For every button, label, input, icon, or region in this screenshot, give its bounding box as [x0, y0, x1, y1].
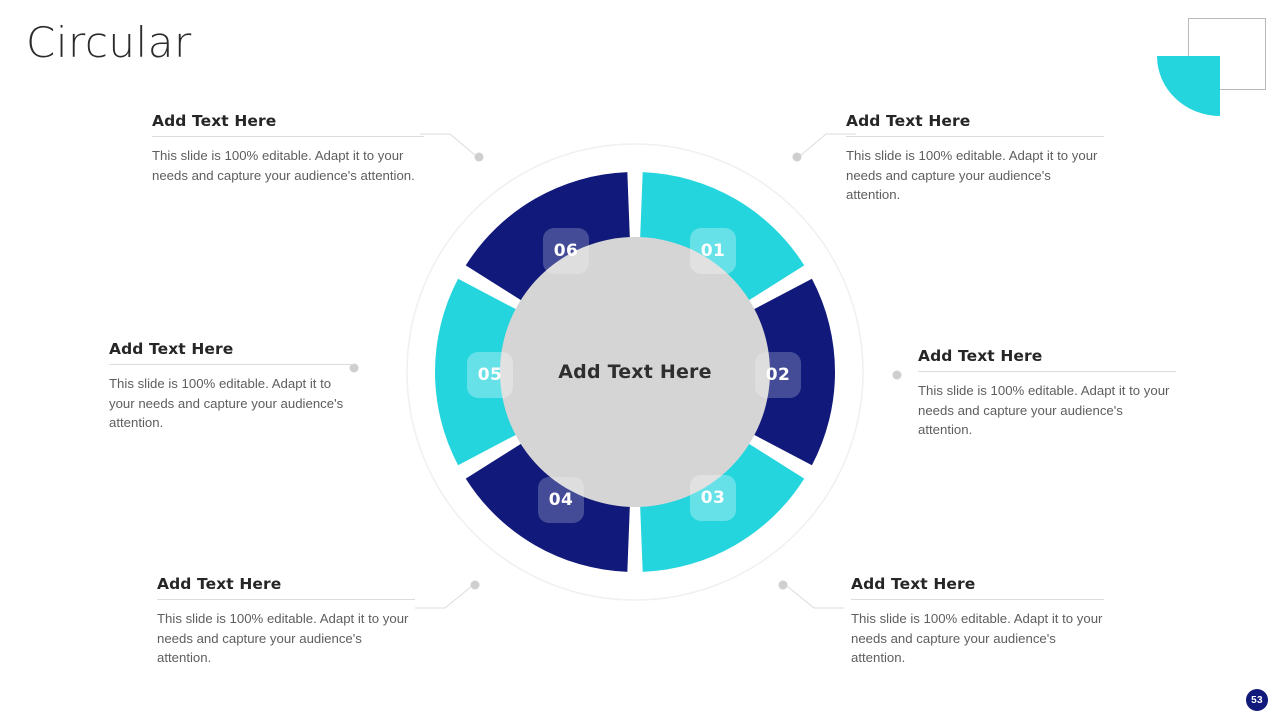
- callout-divider: [157, 599, 415, 600]
- wheel-segment-01[interactable]: [640, 172, 805, 302]
- wheel-svg: [406, 143, 864, 601]
- center-hub-label: Add Text Here: [558, 361, 712, 383]
- callout-bottom-left[interactable]: Add Text Here This slide is 100% editabl…: [157, 575, 415, 668]
- callout-heading: Add Text Here: [846, 112, 971, 130]
- page-number-badge: 53: [1246, 689, 1268, 711]
- callout-body: This slide is 100% editable. Adapt it to…: [851, 611, 1103, 665]
- connector-middle-right: [892, 370, 902, 380]
- corner-decoration: [1150, 0, 1280, 130]
- segment-badge-05[interactable]: 05: [467, 352, 513, 398]
- wheel-segment-06[interactable]: [465, 172, 630, 302]
- callout-body: This slide is 100% editable. Adapt it to…: [109, 376, 344, 430]
- callout-middle-left[interactable]: Add Text Here This slide is 100% editabl…: [109, 340, 354, 433]
- callout-bottom-right[interactable]: Add Text Here This slide is 100% editabl…: [851, 575, 1104, 668]
- callout-heading: Add Text Here: [157, 575, 282, 593]
- callout-divider: [918, 371, 1176, 372]
- segment-badge-01[interactable]: 01: [690, 228, 736, 274]
- segment-badge-06[interactable]: 06: [543, 228, 589, 274]
- callout-divider: [851, 599, 1104, 600]
- circular-diagram: Add Text Here 01 02 03 04 05 06: [405, 142, 865, 602]
- callout-divider: [152, 136, 424, 137]
- center-hub: Add Text Here: [500, 237, 770, 507]
- callout-heading: Add Text Here: [851, 575, 976, 593]
- callout-heading: Add Text Here: [918, 347, 1043, 365]
- outer-ring: [406, 143, 864, 601]
- callout-body: This slide is 100% editable. Adapt it to…: [157, 611, 409, 665]
- wheel-segment-03[interactable]: [640, 442, 805, 572]
- wheel-segment-04[interactable]: [465, 442, 630, 572]
- callout-heading: Add Text Here: [109, 340, 234, 358]
- outlined-square-icon: [1188, 18, 1266, 90]
- callout-divider: [109, 364, 354, 365]
- segment-badge-02[interactable]: 02: [755, 352, 801, 398]
- callout-heading: Add Text Here: [152, 112, 277, 130]
- callout-body: This slide is 100% editable. Adapt it to…: [846, 148, 1098, 202]
- quarter-circle-icon: [1157, 56, 1220, 116]
- wheel-segment-group: [435, 172, 835, 572]
- wheel-segment-05[interactable]: [435, 278, 519, 466]
- callout-body: This slide is 100% editable. Adapt it to…: [918, 383, 1170, 437]
- page-title: Circular: [26, 18, 192, 67]
- callout-body: This slide is 100% editable. Adapt it to…: [152, 148, 415, 183]
- callout-middle-right[interactable]: Add Text Here This slide is 100% editabl…: [918, 347, 1176, 440]
- callout-divider: [846, 136, 1104, 137]
- callout-top-right[interactable]: Add Text Here This slide is 100% editabl…: [846, 112, 1104, 205]
- wheel-segment-02[interactable]: [751, 278, 835, 466]
- segment-badge-03[interactable]: 03: [690, 475, 736, 521]
- segment-badge-04[interactable]: 04: [538, 477, 584, 523]
- callout-top-left[interactable]: Add Text Here This slide is 100% editabl…: [152, 112, 424, 185]
